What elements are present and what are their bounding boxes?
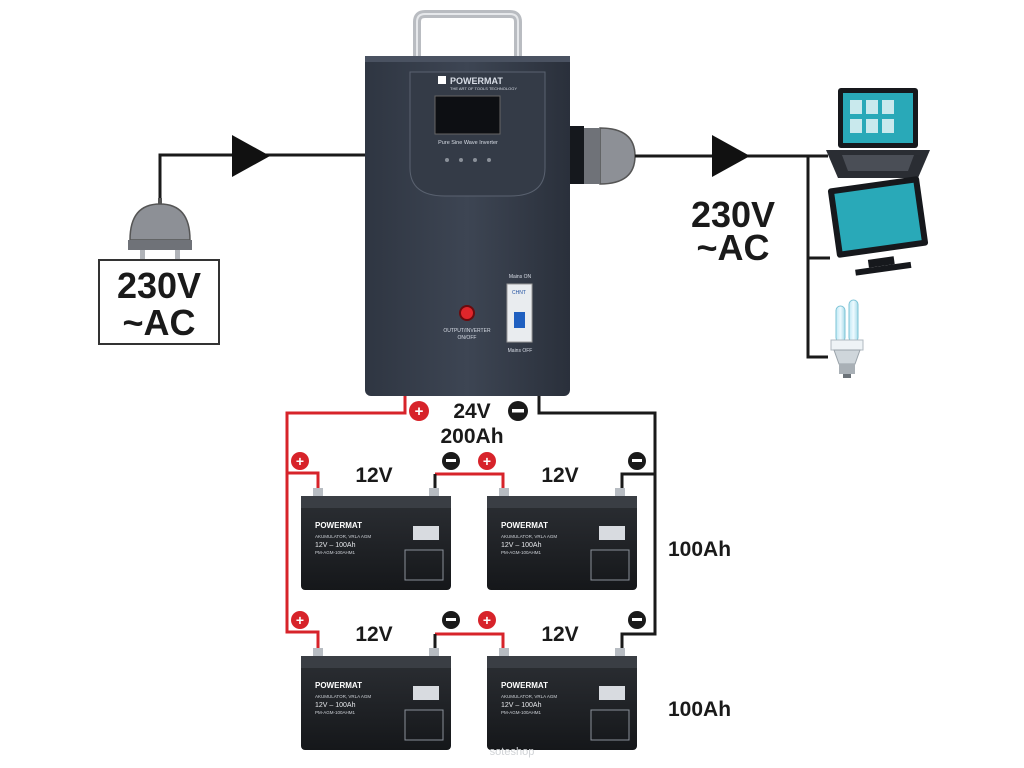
input-voltage-box: 230V ~AC: [98, 259, 220, 345]
battery-1-voltage: 12V: [355, 464, 392, 487]
breaker-label-top: Mains ON: [509, 274, 532, 280]
negative-terminal-icon: [442, 611, 460, 629]
inverter-tagline: THE ART OF TOOLS TECHNOLOGY: [450, 86, 517, 91]
laptop-icon: [826, 88, 930, 178]
positive-terminal-icon: +: [291, 611, 309, 629]
button-label-2: ON/OFF: [458, 335, 477, 341]
breaker-label-bottom: Mains OFF: [508, 348, 533, 354]
output-plug-icon: [584, 127, 636, 185]
positive-terminal-icon: +: [291, 452, 309, 470]
battery-3-voltage: 12V: [355, 623, 392, 646]
input-voltage-line1: 230V: [117, 265, 201, 306]
breaker-brand: CHNT: [512, 290, 526, 296]
lcd-screen: [434, 95, 501, 135]
battery-brand: POWERMAT: [501, 681, 548, 690]
svg-text:+: +: [296, 453, 304, 469]
negative-terminal-icon: [628, 452, 646, 470]
battery-rating: 12V – 100Ah: [501, 702, 542, 709]
battery-model: PM-AGM-100AHM1: [315, 550, 356, 555]
battery-type: AKUMULATOR, VRLA AGM: [315, 694, 371, 699]
inverter-positive-icon: +: [409, 401, 429, 421]
carry-handle: [413, 10, 522, 58]
bank-capacity: 200Ah: [440, 425, 503, 448]
battery-brand: POWERMAT: [315, 681, 362, 690]
battery-type: AKUMULATOR, VRLA AGM: [315, 534, 371, 539]
battery-1: POWERMAT AKUMULATOR, VRLA AGM 12V – 100A…: [301, 488, 451, 590]
brand-logo: POWERMAT THE ART OF TOOLS TECHNOLOGY: [438, 76, 517, 91]
svg-text:+: +: [415, 403, 424, 420]
monitor-icon: [827, 176, 929, 276]
svg-text:+: +: [483, 612, 491, 628]
negative-terminal-icon: [628, 611, 646, 629]
battery-4: POWERMAT AKUMULATOR, VRLA AGM 12V – 100A…: [487, 648, 637, 750]
battery-brand: POWERMAT: [501, 521, 548, 530]
input-arrow-icon: [232, 135, 270, 177]
status-leds: [445, 158, 491, 162]
negative-terminal-icon: [442, 452, 460, 470]
output-socket: [570, 126, 584, 184]
inverter-model-text: Pure Sine Wave Inverter: [438, 140, 498, 146]
negative-wiring: [433, 396, 657, 650]
svg-text:+: +: [296, 612, 304, 628]
input-wire: [158, 135, 365, 200]
battery-model: PM-AGM-100AHM1: [501, 550, 542, 555]
positive-wiring: [285, 396, 505, 650]
row-capacity-top: 100Ah: [668, 538, 731, 561]
inverter-negative-icon: [508, 401, 528, 421]
output-inverter-button[interactable]: [459, 305, 475, 321]
row-capacity-bottom: 100Ah: [668, 698, 731, 721]
watermark: sotеshop: [490, 746, 535, 758]
positive-terminal-icon: +: [478, 452, 496, 470]
battery-rating: 12V – 100Ah: [315, 702, 356, 709]
bank-voltage: 24V: [453, 400, 490, 423]
svg-text:+: +: [483, 453, 491, 469]
positive-terminal-icon: +: [478, 611, 496, 629]
battery-brand: POWERMAT: [315, 521, 362, 530]
output-wire: [635, 135, 830, 359]
output-voltage-line1: 230V: [691, 194, 775, 235]
battery-model: PM-AGM-100AHM1: [315, 710, 356, 715]
inverter-brand: POWERMAT: [450, 76, 503, 86]
output-voltage-line2: ~AC: [696, 227, 769, 268]
button-label-1: OUTPUT/INVERTER: [443, 328, 491, 334]
input-voltage-line2: ~AC: [122, 302, 195, 343]
battery-3: POWERMAT AKUMULATOR, VRLA AGM 12V – 100A…: [301, 648, 451, 750]
battery-type: AKUMULATOR, VRLA AGM: [501, 694, 557, 699]
inverter-unit: POWERMAT THE ART OF TOOLS TECHNOLOGY Pur…: [365, 10, 584, 396]
battery-type: AKUMULATOR, VRLA AGM: [501, 534, 557, 539]
battery-4-voltage: 12V: [541, 623, 578, 646]
battery-2: POWERMAT AKUMULATOR, VRLA AGM 12V – 100A…: [487, 488, 637, 590]
battery-model: PM-AGM-100AHM1: [501, 710, 542, 715]
lightbulb-icon: [830, 299, 864, 378]
battery-2-voltage: 12V: [541, 464, 578, 487]
output-arrow-icon: [712, 135, 750, 177]
battery-rating: 12V – 100Ah: [501, 542, 542, 549]
battery-rating: 12V – 100Ah: [315, 542, 356, 549]
